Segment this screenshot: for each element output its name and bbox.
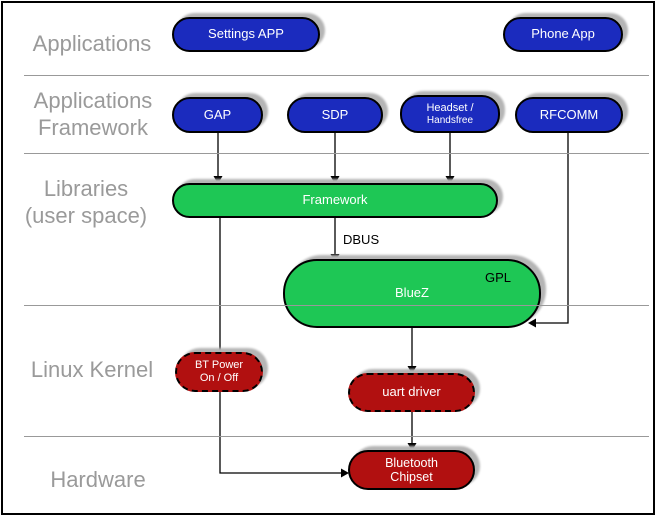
node-label-line1: Headset / [426, 101, 474, 114]
divider-linux-kernel [24, 436, 649, 437]
edge-label-text: DBUS [343, 232, 380, 247]
edge-framework-to-chipset [219, 218, 342, 474]
node-rfcomm: RFCOMM [515, 97, 623, 133]
layer-label-line2: (user space) [24, 203, 148, 228]
node-label: RFCOMM [539, 106, 599, 122]
layer-label-linux-kernel: Linux Kernel [6, 356, 178, 383]
node-sdp: SDP [287, 97, 383, 133]
layer-label-hardware: Hardware [12, 466, 184, 493]
node-label: uart driver [382, 384, 441, 400]
layer-label-applications-framework: Applications Framework [7, 87, 179, 141]
arrowhead-rfcomm-bluez [528, 318, 536, 328]
node-headset-handsfree: Headset / Handsfree [400, 95, 500, 133]
node-label: GAP [203, 106, 232, 122]
node-bt-power: BT Power On / Off [175, 352, 263, 392]
gpl-tag: GPL [484, 270, 511, 285]
layer-label-applications: Applications [6, 30, 178, 57]
node-framework: Framework [172, 183, 498, 218]
layer-label-line1: Libraries [43, 176, 129, 201]
arrowhead-framework-chipset [341, 468, 349, 478]
node-label-line2: Handsfree [426, 114, 474, 126]
layer-label-libraries: Libraries (user space) [0, 175, 172, 229]
divider-applications [24, 75, 649, 76]
node-label: SDP [321, 106, 349, 122]
node-gap: GAP [172, 97, 263, 133]
arrowhead-uart-chipset [407, 443, 417, 451]
divider-libraries [24, 305, 649, 306]
divider-app-framework [24, 153, 649, 154]
arrowhead-bluez-uart [407, 366, 417, 374]
layer-label-text: Linux Kernel [30, 357, 154, 382]
layer-label-text: Applications [32, 31, 152, 56]
dbus-edge-label: DBUS [343, 232, 379, 247]
layer-label-line1: Applications [33, 88, 153, 113]
node-label-line1: Bluetooth [385, 455, 438, 470]
node-label: Phone App [531, 26, 595, 42]
node-bluez: GPL BlueZ [283, 259, 541, 328]
node-label: Settings APP [208, 26, 284, 42]
node-phone-app: Phone App [503, 17, 623, 52]
node-label-line2: Chipset [390, 470, 433, 484]
arrowhead-sdp-framework [330, 176, 340, 184]
node-bluetooth-chipset: Bluetooth Chipset [348, 450, 475, 490]
node-label: Framework [302, 192, 368, 208]
arrowhead-headset-framework [445, 176, 455, 184]
node-label: BlueZ [395, 285, 429, 301]
diagram-border [1, 1, 655, 515]
edge-rfcomm-to-bluez [535, 133, 569, 324]
layer-label-line2: Framework [37, 115, 148, 140]
node-label-line2: On / Off [199, 372, 239, 384]
layer-label-text: Hardware [50, 467, 146, 492]
node-uart-driver: uart driver [348, 373, 475, 412]
arrowhead-gap-framework [213, 176, 223, 184]
node-settings-app: Settings APP [172, 17, 320, 52]
node-label-line1: BT Power [194, 359, 244, 372]
arrowhead-dbus-bluez [330, 254, 340, 262]
